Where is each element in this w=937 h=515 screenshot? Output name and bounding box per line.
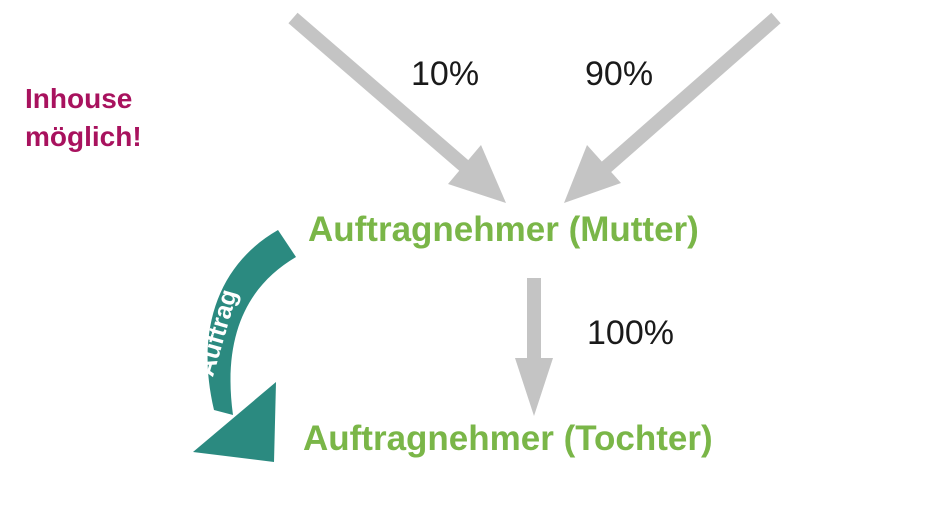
curved-order-arrow: Auftrag	[192, 230, 296, 462]
daughter-node-label: Auftragnehmer (Tochter)	[303, 419, 713, 458]
inhouse-note-line2: möglich!	[25, 121, 142, 152]
inhouse-note: Inhouse möglich!	[25, 80, 142, 156]
right-share-label: 90%	[585, 55, 654, 93]
inhouse-note-line1: Inhouse	[25, 83, 133, 114]
left-share-label: 10%	[411, 55, 480, 93]
left-share-arrow	[288, 12, 506, 203]
right-share-arrow	[564, 12, 781, 203]
mother-to-daughter-arrow	[515, 278, 553, 416]
mother-to-daughter-share-label: 100%	[587, 314, 674, 352]
mother-node-label: Auftragnehmer (Mutter)	[308, 210, 699, 249]
